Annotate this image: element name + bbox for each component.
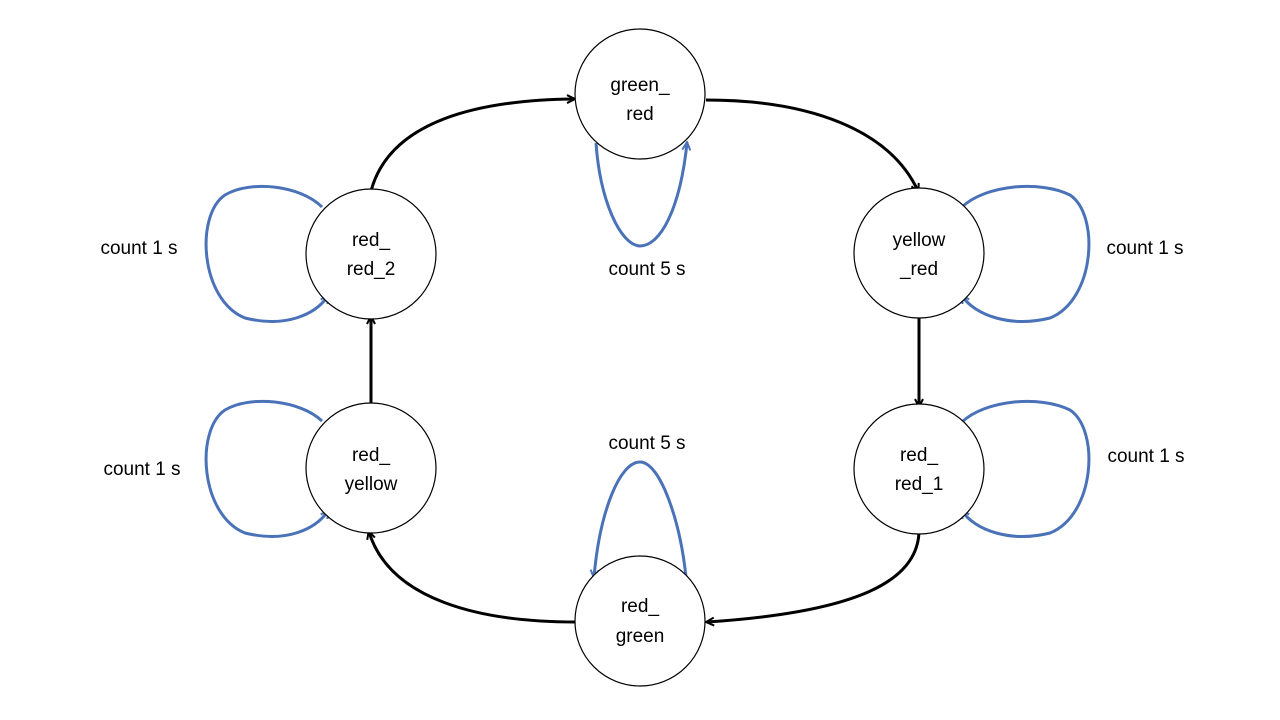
self-loop-red-red-1 <box>962 399 1091 538</box>
loop-label-red-green: count 5 s <box>608 433 685 454</box>
state-red-red-2: red_ red_2 <box>305 188 437 320</box>
self-loop-red-green <box>594 460 688 577</box>
self-loop-yellow-red <box>962 184 1091 323</box>
self-loop-red-red-2 <box>204 184 328 323</box>
transition-red-red-1-to-red-green <box>707 529 921 622</box>
loop-label-red-red-1: count 1 s <box>1107 446 1184 467</box>
state-green-red: green_ red <box>574 28 706 160</box>
state-red-red-1: red_ red_1 <box>853 403 985 535</box>
state-label-line1: red_ <box>352 445 390 466</box>
loop-label-yellow-red: count 1 s <box>1106 238 1183 259</box>
transitions <box>369 99 919 622</box>
state-yellow-red: yellow _red <box>853 187 985 319</box>
loop-label-green-red: count 5 s <box>608 259 685 280</box>
self-loops <box>204 143 1091 577</box>
state-label-line2: red <box>626 104 653 125</box>
state-label-line2: _red <box>899 259 938 280</box>
loop-labels: count 5 s count 1 s count 1 s count 5 s … <box>100 238 1184 480</box>
state-label-line1: red_ <box>621 596 659 617</box>
state-red-green: red_ green <box>574 555 706 687</box>
self-loop-green-red <box>594 143 687 248</box>
state-red-yellow: red_ yellow <box>305 402 437 534</box>
self-loop-red-yellow <box>204 399 328 538</box>
loop-label-red-red-2: count 1 s <box>100 238 177 259</box>
state-label-line1: red_ <box>900 445 938 466</box>
state-label-line2: yellow <box>345 474 398 495</box>
transition-green-red-to-yellow-red <box>705 98 918 191</box>
transition-red-green-to-red-yellow <box>369 532 576 624</box>
state-label-line2: green <box>616 626 665 647</box>
state-label-line2: red_2 <box>347 259 396 280</box>
state-label-line1: green_ <box>610 75 670 96</box>
state-label-line1: yellow <box>893 230 946 251</box>
state-label-line1: red_ <box>352 230 390 251</box>
loop-label-red-yellow: count 1 s <box>103 459 180 480</box>
transition-red-red-2-to-green-red <box>369 99 574 192</box>
state-label-line2: red_1 <box>895 474 944 495</box>
